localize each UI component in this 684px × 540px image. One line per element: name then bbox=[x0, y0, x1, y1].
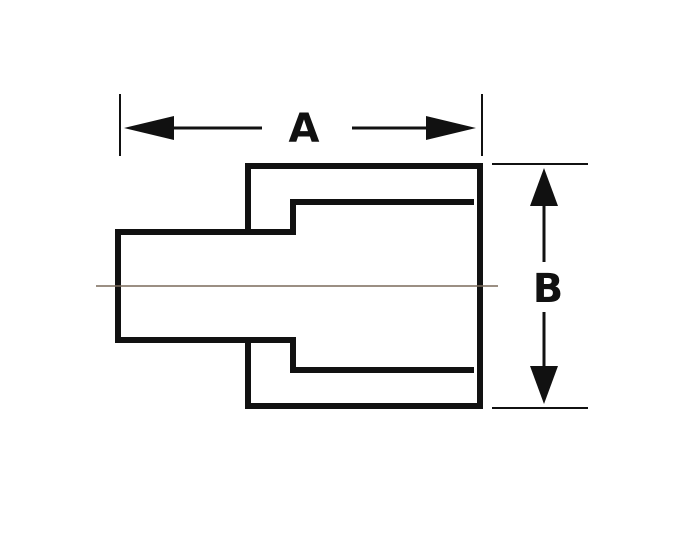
part-outline bbox=[115, 163, 483, 409]
dim-b-arrowhead-top bbox=[530, 168, 558, 206]
dim-a-arrowhead-left bbox=[124, 116, 174, 140]
dim-b-arrowhead-bottom bbox=[530, 366, 558, 404]
inner-bore-lower bbox=[248, 337, 474, 373]
dim-a-arrowhead-right bbox=[426, 116, 476, 140]
dim-b-label: B bbox=[533, 266, 564, 312]
inner-bore-upper bbox=[248, 199, 474, 235]
dim-a-label: A bbox=[289, 106, 320, 152]
